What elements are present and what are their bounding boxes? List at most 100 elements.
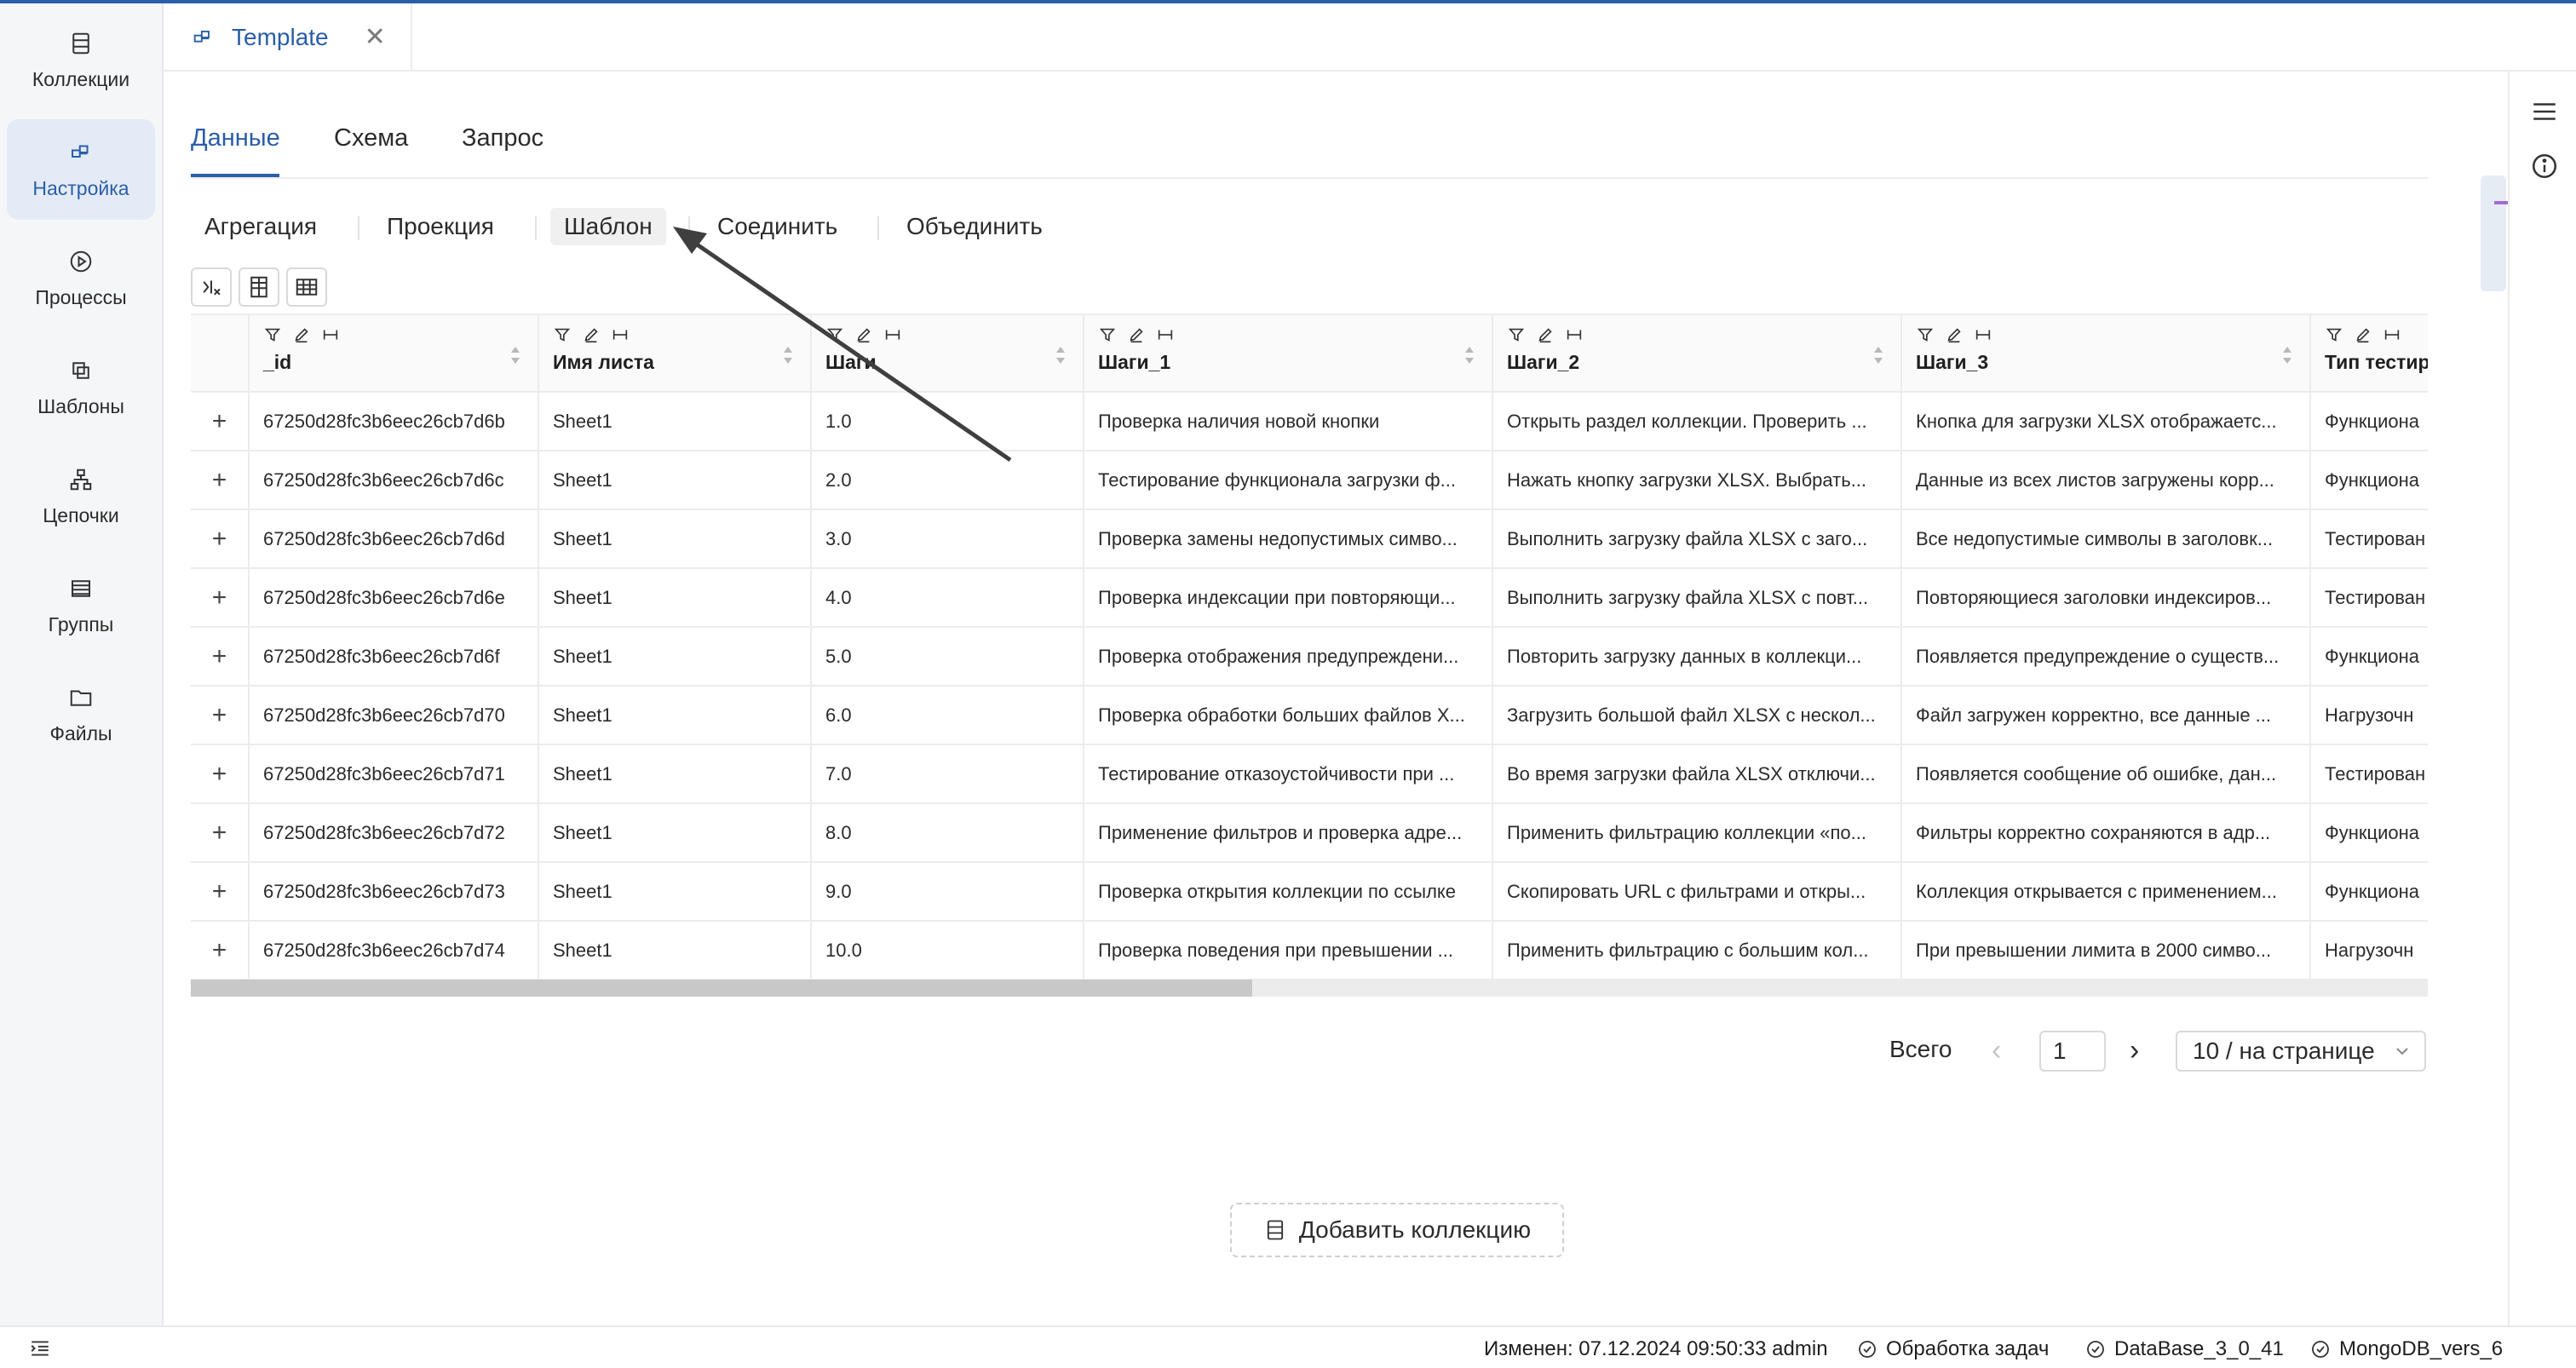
sort-icon[interactable] (1054, 341, 1067, 370)
edit-icon[interactable] (1127, 325, 1146, 344)
filter-icon[interactable] (553, 325, 572, 344)
sidebar-item-collections[interactable]: Коллекции (7, 10, 155, 111)
column-width-icon[interactable] (2383, 325, 2401, 344)
edit-icon[interactable] (854, 325, 873, 344)
formula-button[interactable] (191, 267, 232, 307)
sidebar-item-label: Настройка (32, 176, 129, 199)
table-cell: Тестирован (2310, 744, 2428, 804)
sidebar-item-processes[interactable]: Процессы (7, 228, 155, 329)
indent-menu-icon[interactable] (27, 1337, 53, 1359)
table-cell: Проверка отображения предупреждени... (1084, 627, 1493, 687)
horizontal-scrollbar[interactable] (191, 980, 2428, 997)
menu-icon[interactable] (2530, 97, 2559, 126)
table-cell: Повторяющиеся заголовки индексиров... (1901, 568, 2311, 628)
tab-data[interactable]: Данные (191, 124, 280, 152)
filter-icon[interactable] (825, 325, 844, 344)
close-icon[interactable]: ✕ (364, 23, 386, 51)
expand-row-button[interactable]: + (191, 686, 250, 745)
expand-row-button[interactable]: + (191, 744, 250, 804)
expand-row-button[interactable]: + (191, 627, 250, 687)
expand-row-button[interactable]: + (191, 451, 250, 510)
column-header[interactable]: Шаги_3 (1901, 315, 2311, 393)
sort-icon[interactable] (781, 341, 795, 370)
sidebar-item-templates[interactable]: Шаблоны (7, 337, 155, 438)
filter-icon[interactable] (1507, 325, 1526, 344)
edit-icon[interactable] (1945, 325, 1964, 344)
subtab-join[interactable]: Соединить (717, 213, 838, 239)
table-cell: Sheet1 (538, 686, 812, 745)
tab-template[interactable]: Template ✕ (164, 3, 412, 72)
right-panel (2508, 72, 2576, 1325)
filter-icon[interactable] (2325, 325, 2343, 344)
edit-icon[interactable] (2354, 325, 2372, 344)
status-task-processing[interactable]: Обработка задач (1857, 1337, 2049, 1361)
expand-row-button[interactable]: + (191, 392, 250, 451)
expand-row-button[interactable]: + (191, 862, 250, 922)
next-page-icon[interactable]: › (2130, 1034, 2140, 1066)
column-header[interactable]: Шаги_2 (1492, 315, 1902, 393)
sidebar-item-chains[interactable]: Цепочки (7, 446, 155, 547)
expand-row-button[interactable]: + (191, 921, 250, 980)
prev-page-icon[interactable]: ‹ (1992, 1034, 2002, 1066)
column-header[interactable]: Тип тестир (2310, 315, 2428, 393)
edit-icon[interactable] (292, 325, 311, 344)
page-number-input[interactable] (2039, 1031, 2106, 1072)
column-width-icon[interactable] (1565, 325, 1584, 344)
sort-icon[interactable] (2280, 341, 2294, 370)
tab-schema[interactable]: Схема (334, 124, 409, 152)
sort-icon[interactable] (509, 341, 522, 370)
page-size-select[interactable]: 10 / на странице (2176, 1031, 2426, 1072)
column-header[interactable]: Шаги_1 (1084, 315, 1493, 393)
column-width-icon[interactable] (611, 325, 630, 344)
info-icon[interactable] (2530, 152, 2559, 181)
vertical-scrollbar[interactable] (2481, 175, 2506, 291)
sidebar-item-label: Цепочки (43, 503, 119, 526)
subtab-aggregation[interactable]: Агрегация (204, 213, 318, 239)
columns-button[interactable] (239, 267, 279, 307)
table-cell: Данные из всех листов загружены корр... (1901, 451, 2311, 510)
expand-row-button[interactable]: + (191, 803, 250, 863)
sidebar-item-files[interactable]: Файлы (7, 664, 155, 765)
edit-icon[interactable] (582, 325, 601, 344)
add-collection-button[interactable]: Добавить коллекцию (1230, 1203, 1564, 1257)
sort-icon[interactable] (1463, 341, 1476, 370)
scrollbar-thumb[interactable] (191, 980, 1252, 997)
column-header[interactable]: _id (249, 315, 539, 393)
tab-query[interactable]: Запрос (462, 124, 544, 152)
status-database[interactable]: DataBase_3_0_41 (2085, 1337, 2284, 1361)
sort-icon[interactable] (1872, 341, 1885, 370)
sidebar-item-groups[interactable]: Группы (7, 555, 155, 656)
table-cell: Sheet1 (538, 921, 812, 980)
column-width-icon[interactable] (321, 325, 340, 344)
subtab-template[interactable]: Шаблон (550, 208, 666, 245)
play-icon (70, 250, 92, 272)
edit-icon[interactable] (1536, 325, 1555, 344)
expand-row-button[interactable]: + (191, 568, 250, 628)
column-width-icon[interactable] (883, 325, 902, 344)
filter-icon[interactable] (1098, 325, 1117, 344)
filter-icon[interactable] (1916, 325, 1935, 344)
table-view-button[interactable] (286, 267, 327, 307)
column-width-icon[interactable] (1156, 325, 1175, 344)
status-mongodb[interactable]: MongoDB_vers_6 (2310, 1337, 2503, 1361)
divider (358, 216, 359, 240)
subtab-projection[interactable]: Проекция (387, 213, 494, 239)
subtab-union[interactable]: Объединить (906, 213, 1043, 239)
column-width-icon[interactable] (1974, 325, 1992, 344)
filter-icon[interactable] (263, 325, 282, 344)
expand-row-button[interactable]: + (191, 509, 250, 569)
pagination-total-label: Всего (1889, 1036, 1952, 1062)
column-header[interactable]: Шаги (811, 315, 1084, 393)
sidebar-item-settings[interactable]: Настройка (7, 119, 155, 220)
column-header[interactable]: Имя листа (538, 315, 812, 393)
